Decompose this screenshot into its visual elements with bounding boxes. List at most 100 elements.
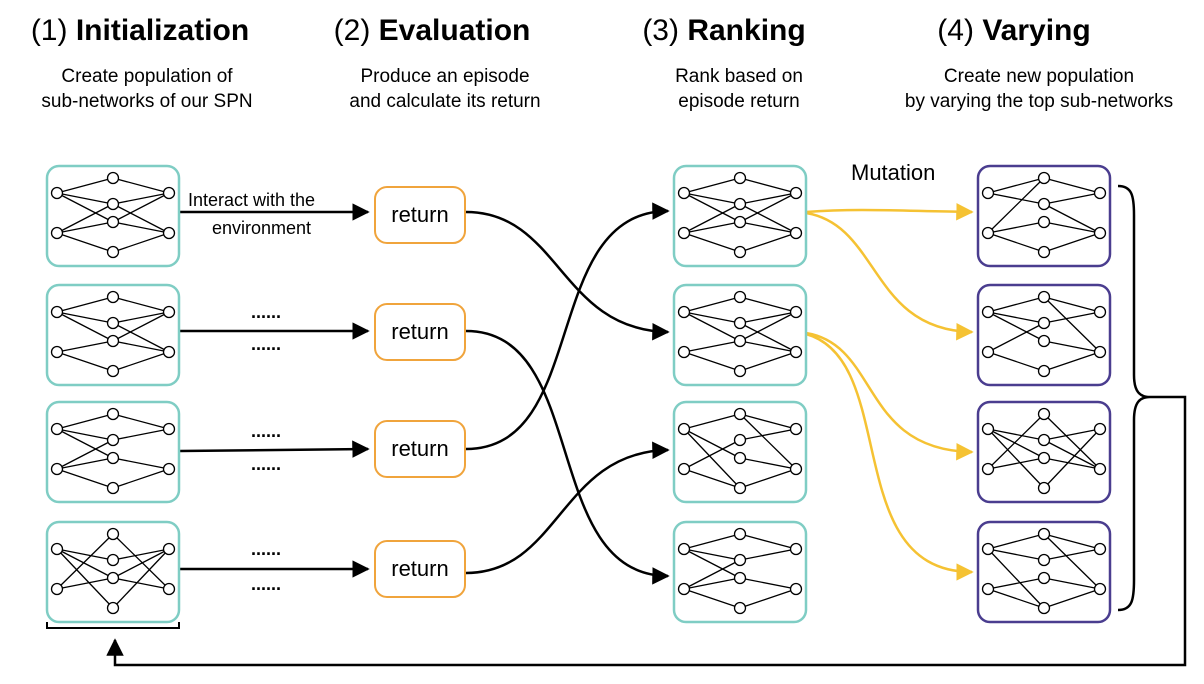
network-node bbox=[106, 364, 120, 378]
network-edge bbox=[112, 192, 170, 223]
network-node bbox=[733, 433, 747, 447]
network-edge bbox=[56, 428, 114, 441]
network-node bbox=[733, 245, 747, 259]
network-node bbox=[733, 601, 747, 615]
network-edge bbox=[56, 548, 114, 561]
network-edge bbox=[739, 322, 797, 353]
network-edge bbox=[56, 548, 114, 579]
network-edge bbox=[987, 232, 1045, 253]
network-node bbox=[50, 305, 64, 319]
network-edge bbox=[112, 468, 170, 489]
network-node bbox=[1037, 197, 1051, 211]
network-edge bbox=[1043, 413, 1101, 470]
arrow-init-to-eval-3 bbox=[179, 440, 370, 458]
network-edge bbox=[112, 548, 170, 579]
network-edge bbox=[112, 192, 170, 205]
network-node bbox=[162, 186, 176, 200]
network-edge bbox=[683, 192, 741, 205]
network-node bbox=[733, 215, 747, 229]
network-node bbox=[981, 422, 995, 436]
network-node bbox=[1037, 290, 1051, 304]
network-edge bbox=[56, 439, 114, 470]
network-edge bbox=[987, 311, 1045, 324]
network-node bbox=[733, 334, 747, 348]
network-node bbox=[162, 582, 176, 596]
step-2-title: Evaluation bbox=[378, 14, 531, 47]
network-edge bbox=[1043, 351, 1101, 372]
init-network-box-3 bbox=[45, 400, 181, 504]
network-edge bbox=[112, 311, 170, 324]
network-edge bbox=[112, 413, 170, 430]
network-edge bbox=[683, 177, 741, 194]
network-edge bbox=[987, 322, 1045, 353]
network-edge bbox=[739, 588, 797, 609]
network-node bbox=[733, 553, 747, 567]
network-node bbox=[1037, 364, 1051, 378]
network-edge bbox=[739, 413, 797, 470]
network-edge bbox=[112, 311, 170, 342]
return-box-3: return bbox=[374, 420, 466, 478]
network-edge bbox=[112, 428, 170, 441]
network-edge bbox=[56, 468, 114, 489]
network-edge bbox=[683, 296, 741, 313]
network-node bbox=[1093, 422, 1107, 436]
network-node bbox=[106, 527, 120, 541]
network-node bbox=[162, 462, 176, 476]
network-node bbox=[50, 422, 64, 436]
network-edge bbox=[987, 296, 1045, 313]
network-edge bbox=[112, 548, 170, 561]
network-node bbox=[106, 481, 120, 495]
step-3-desc-line-2: episode return bbox=[678, 91, 800, 112]
rank-network-box-3 bbox=[672, 400, 808, 504]
network-edge bbox=[56, 548, 114, 609]
step-1-title: Initialization bbox=[75, 14, 250, 47]
network-node bbox=[733, 571, 747, 585]
network-node bbox=[162, 345, 176, 359]
vary-network-box-1 bbox=[976, 164, 1112, 268]
network-edge bbox=[56, 192, 114, 223]
network-edge bbox=[683, 548, 741, 579]
network-edge bbox=[112, 232, 170, 253]
network-node bbox=[789, 542, 803, 556]
network-node bbox=[733, 407, 747, 421]
network-edge bbox=[987, 351, 1045, 372]
network-node bbox=[981, 305, 995, 319]
network-edge bbox=[1043, 533, 1101, 590]
network-edge bbox=[56, 457, 114, 470]
step-4-desc-line-1: Create new population bbox=[943, 66, 1135, 87]
network-edge bbox=[987, 577, 1045, 590]
network-edge bbox=[683, 559, 741, 590]
network-edge bbox=[1043, 296, 1101, 313]
network-edge bbox=[683, 192, 741, 223]
mutation-arrow-4 bbox=[805, 332, 974, 581]
network-edge bbox=[739, 457, 797, 470]
vary-network-box-2 bbox=[976, 283, 1112, 387]
return-box-4: return bbox=[374, 540, 466, 598]
vary-network-box-4 bbox=[976, 520, 1112, 624]
network-edge bbox=[683, 533, 741, 550]
network-edge bbox=[1043, 577, 1101, 590]
network-edge bbox=[56, 533, 114, 590]
network-edge bbox=[739, 428, 797, 441]
network-edge bbox=[683, 428, 741, 489]
return-label-1: return bbox=[391, 202, 449, 227]
network-edge bbox=[1043, 428, 1101, 489]
rank-network-box-1 bbox=[672, 164, 808, 268]
network-edge bbox=[683, 468, 741, 489]
init-network-box-4 bbox=[45, 520, 181, 624]
network-node bbox=[162, 422, 176, 436]
step-2-desc-line-2: and calculate its return bbox=[349, 91, 541, 112]
network-node bbox=[789, 345, 803, 359]
network-node bbox=[981, 345, 995, 359]
network-node bbox=[162, 305, 176, 319]
network-edge bbox=[112, 577, 170, 590]
return-box-1: return bbox=[374, 186, 466, 244]
step-1-number: (1) bbox=[30, 14, 68, 47]
network-edge bbox=[683, 232, 741, 253]
step-2-description: Produce an episode and calculate its ret… bbox=[349, 64, 540, 114]
return-box-2: return bbox=[374, 303, 466, 361]
network-edge bbox=[112, 296, 170, 313]
network-node bbox=[981, 462, 995, 476]
